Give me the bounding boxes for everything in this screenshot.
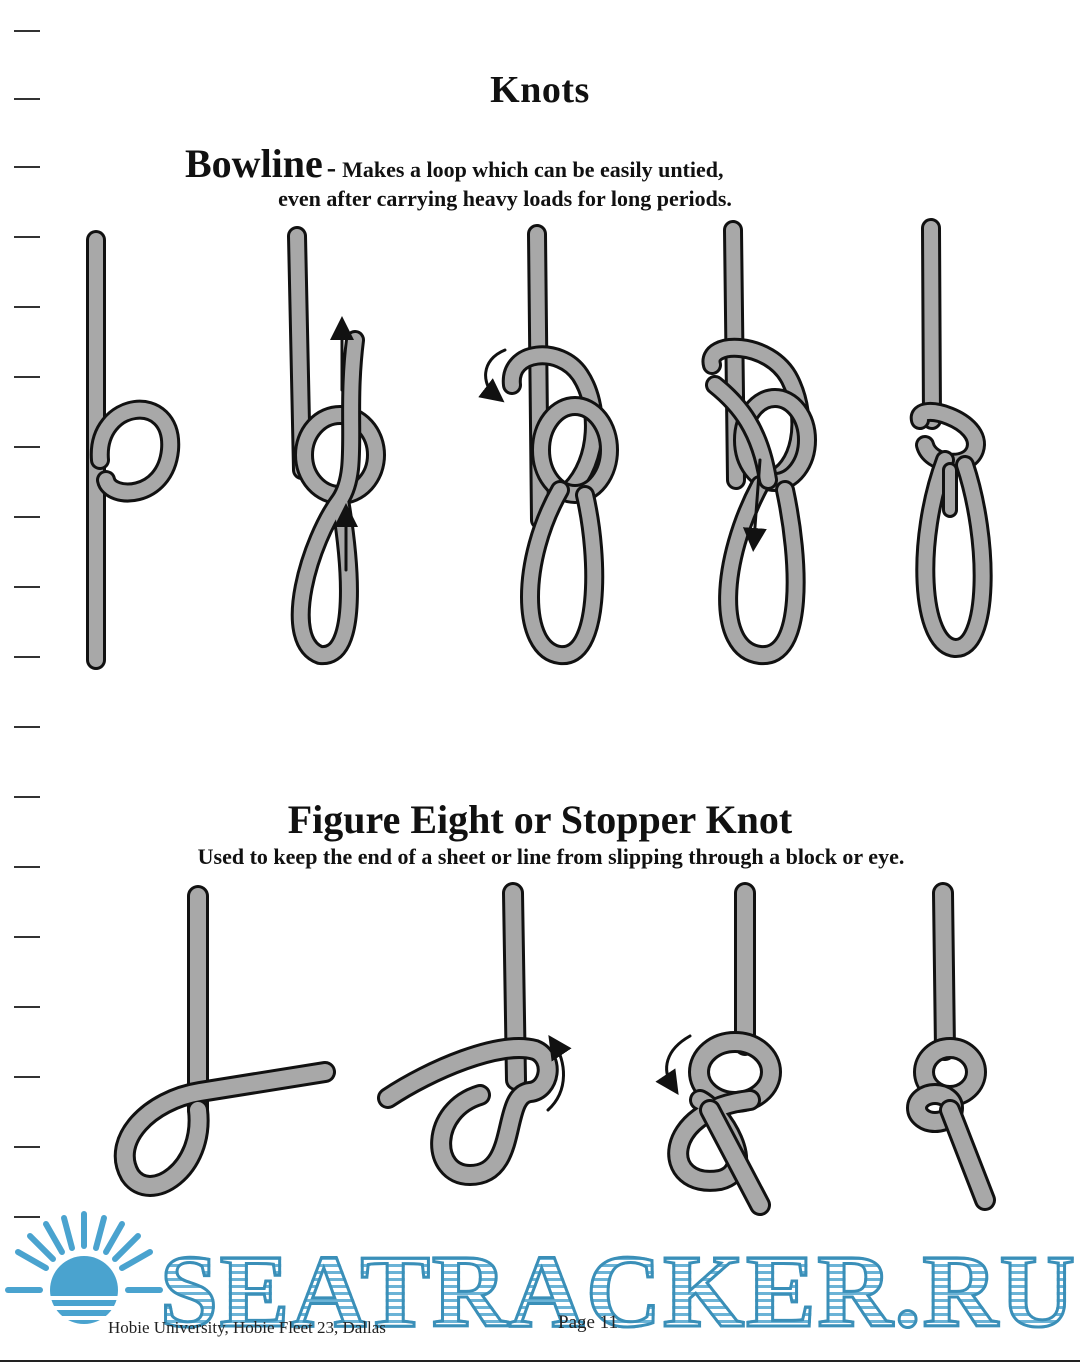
bowline-name: Bowline bbox=[185, 141, 323, 186]
figure-eight-step-1-illustration bbox=[113, 885, 336, 1197]
figure-eight-step-2-illustration bbox=[377, 882, 572, 1186]
bowline-step-2-illustration bbox=[287, 226, 386, 666]
bowline-heading: Bowline-Makes a loop which can be easily… bbox=[185, 140, 1005, 187]
figure-eight-title: Figure Eight or Stopper Knot bbox=[287, 797, 793, 842]
arrow-icon bbox=[655, 1034, 692, 1095]
figure-eight-step-3-illustration bbox=[655, 882, 782, 1216]
bowline-description-line1: Makes a loop which can be easily untied, bbox=[342, 157, 724, 182]
bowline-step-5-illustration bbox=[910, 218, 993, 658]
bowline-dash: - bbox=[326, 153, 337, 184]
footer-page-number: Page 11 bbox=[558, 1312, 618, 1333]
bowline-description-line2: even after carrying heavy loads for long… bbox=[278, 186, 732, 211]
footer-source: Hobie University, Hobie Fleet 23, Dallas bbox=[108, 1318, 386, 1337]
watermark-text: SEATRACKER.RU bbox=[159, 1233, 1077, 1351]
arrow-icon bbox=[546, 1035, 572, 1112]
arrow-icon bbox=[478, 348, 507, 403]
sun-burst-logo-icon bbox=[4, 1211, 164, 1324]
page-title: Knots bbox=[490, 69, 590, 111]
bowline-step-3-illustration bbox=[478, 224, 619, 666]
binder-hole-marks bbox=[14, 0, 54, 1370]
bowline-step-4-illustration bbox=[701, 220, 817, 666]
bowline-step-1-illustration bbox=[86, 230, 181, 670]
arrow-icon bbox=[742, 458, 767, 552]
bottom-rule bbox=[0, 1360, 1080, 1362]
figure-eight-step-4-illustration bbox=[906, 882, 996, 1211]
figure-eight-description: Used to keep the end of a sheet or line … bbox=[197, 844, 905, 869]
